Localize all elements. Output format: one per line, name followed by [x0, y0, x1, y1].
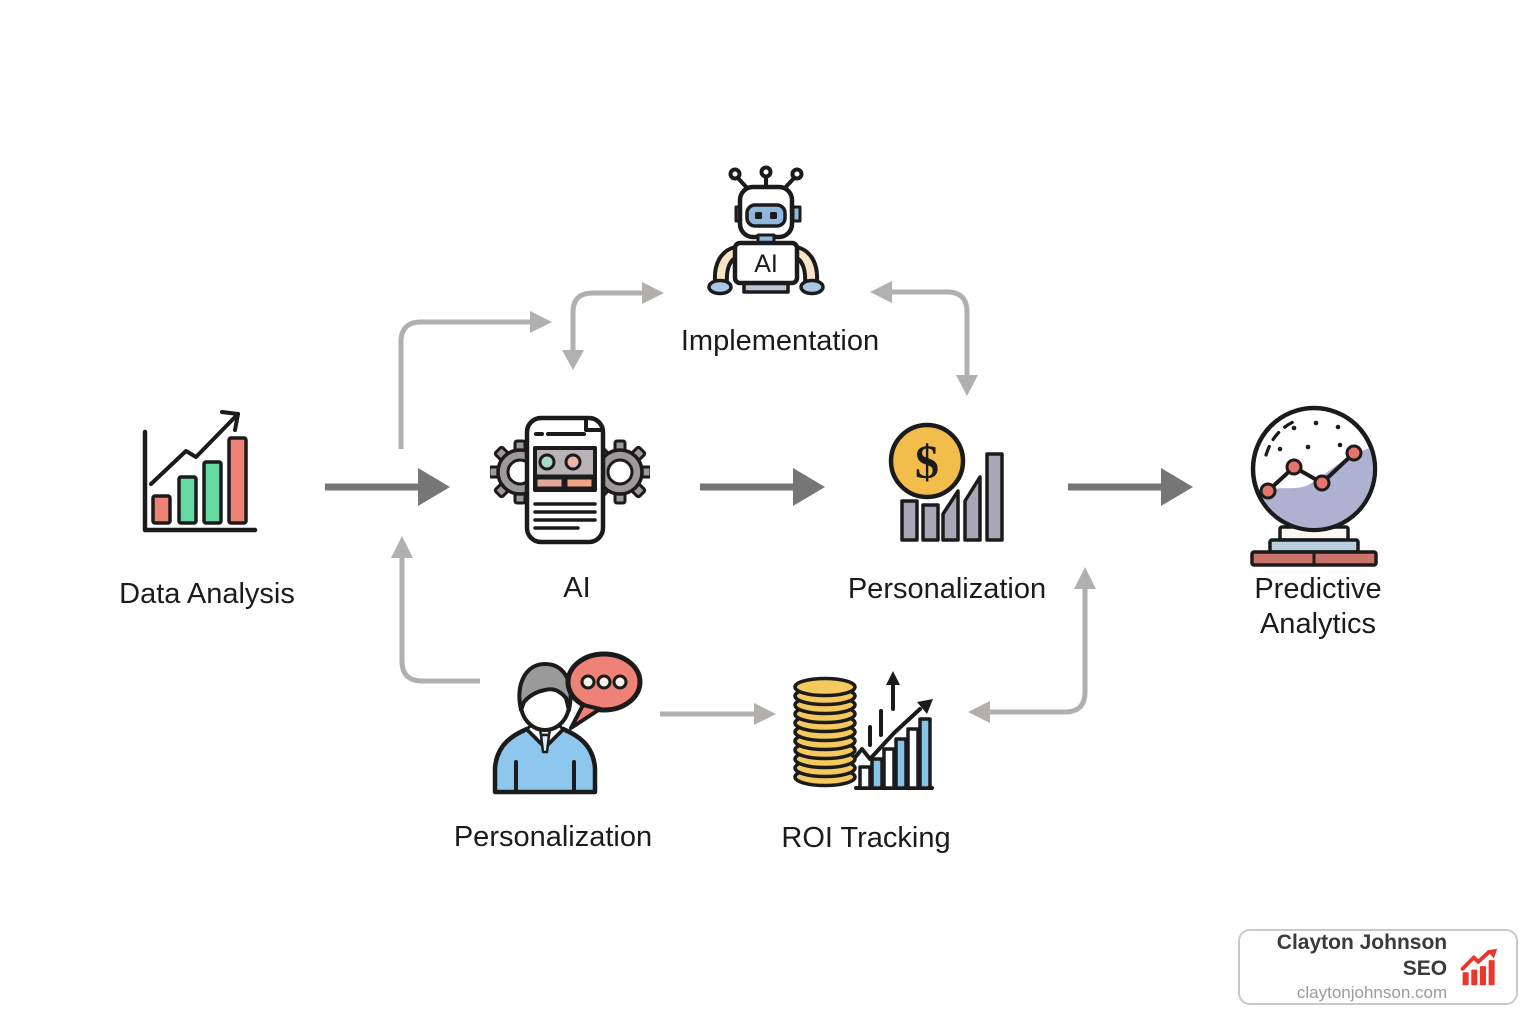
- arrow-data-analysis-to-ai: [325, 468, 450, 506]
- arrow-personalization-bottom-to-roi: [660, 703, 776, 725]
- personalization-coin-bars-icon: $: [888, 422, 1004, 542]
- ai-label: AI: [563, 572, 591, 604]
- personalization-person-icon: [492, 651, 643, 795]
- predictive-analytics-crystal-ball-icon: [1250, 405, 1378, 567]
- data-analysis-label: Data Analysis: [119, 578, 295, 610]
- brand-name: Clayton Johnson SEO: [1276, 931, 1448, 980]
- ai-gears-document-icon: [490, 415, 650, 545]
- predictive-analytics-label: Predictive Analytics: [1254, 573, 1382, 640]
- arrow-personalization-bottom-to-ai: [391, 536, 480, 684]
- personalization-bottom-label: Personalization: [453, 821, 653, 853]
- watermark-card: Clayton Johnson SEO claytonjohnson.com: [1238, 929, 1518, 1005]
- arrow-implementation-right-elbow: [870, 281, 978, 396]
- brand-chart-icon: [1460, 948, 1498, 986]
- implementation-label: Implementation: [680, 325, 880, 357]
- robot-badge-text: AI: [754, 250, 778, 278]
- arrow-roi-personalization-elbow: [968, 567, 1096, 723]
- roi-tracking-label: ROI Tracking: [781, 822, 951, 854]
- data-analysis-chart-icon: [142, 410, 258, 533]
- coin-dollar-text: $: [915, 436, 939, 489]
- arrow-to-implementation-left: [562, 282, 664, 370]
- arrow-ai-to-personalization: [700, 468, 825, 506]
- arrow-ai-up-elbow: [398, 311, 552, 449]
- implementation-robot-icon: AI: [707, 165, 825, 296]
- watermark-text: Clayton Johnson SEO claytonjohnson.com: [1256, 930, 1447, 1004]
- arrow-personalization-to-predictive: [1068, 468, 1193, 506]
- personalization-top-label: Personalization: [847, 573, 1047, 605]
- brand-url: claytonjohnson.com: [1296, 983, 1448, 1002]
- roi-tracking-icon: [793, 671, 934, 790]
